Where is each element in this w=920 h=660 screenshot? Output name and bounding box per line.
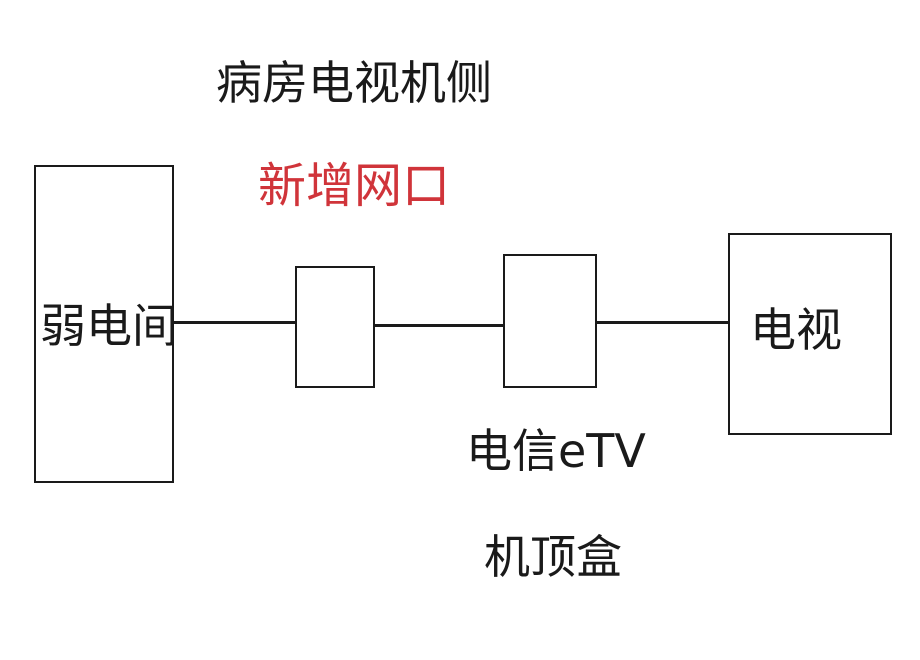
wire-stb-to-tv xyxy=(596,321,730,324)
stb-label-line2: 机顶盒 xyxy=(484,530,622,584)
weak-room-box: 弱电间 xyxy=(34,165,178,483)
set-top-box xyxy=(503,254,597,388)
tv-box: 电视 xyxy=(728,233,892,435)
wire-port-to-stb xyxy=(374,324,504,327)
new-port-box xyxy=(295,266,375,388)
stb-label-line1: 电信eTV xyxy=(466,424,646,478)
new-port-label: 新增网口 xyxy=(258,158,451,214)
ward-tv-side-label: 病房电视机侧 xyxy=(216,56,492,110)
wire-weak-room-to-port xyxy=(172,321,296,324)
weak-room-label: 弱电间 xyxy=(40,299,178,353)
tv-label: 电视 xyxy=(750,303,842,357)
